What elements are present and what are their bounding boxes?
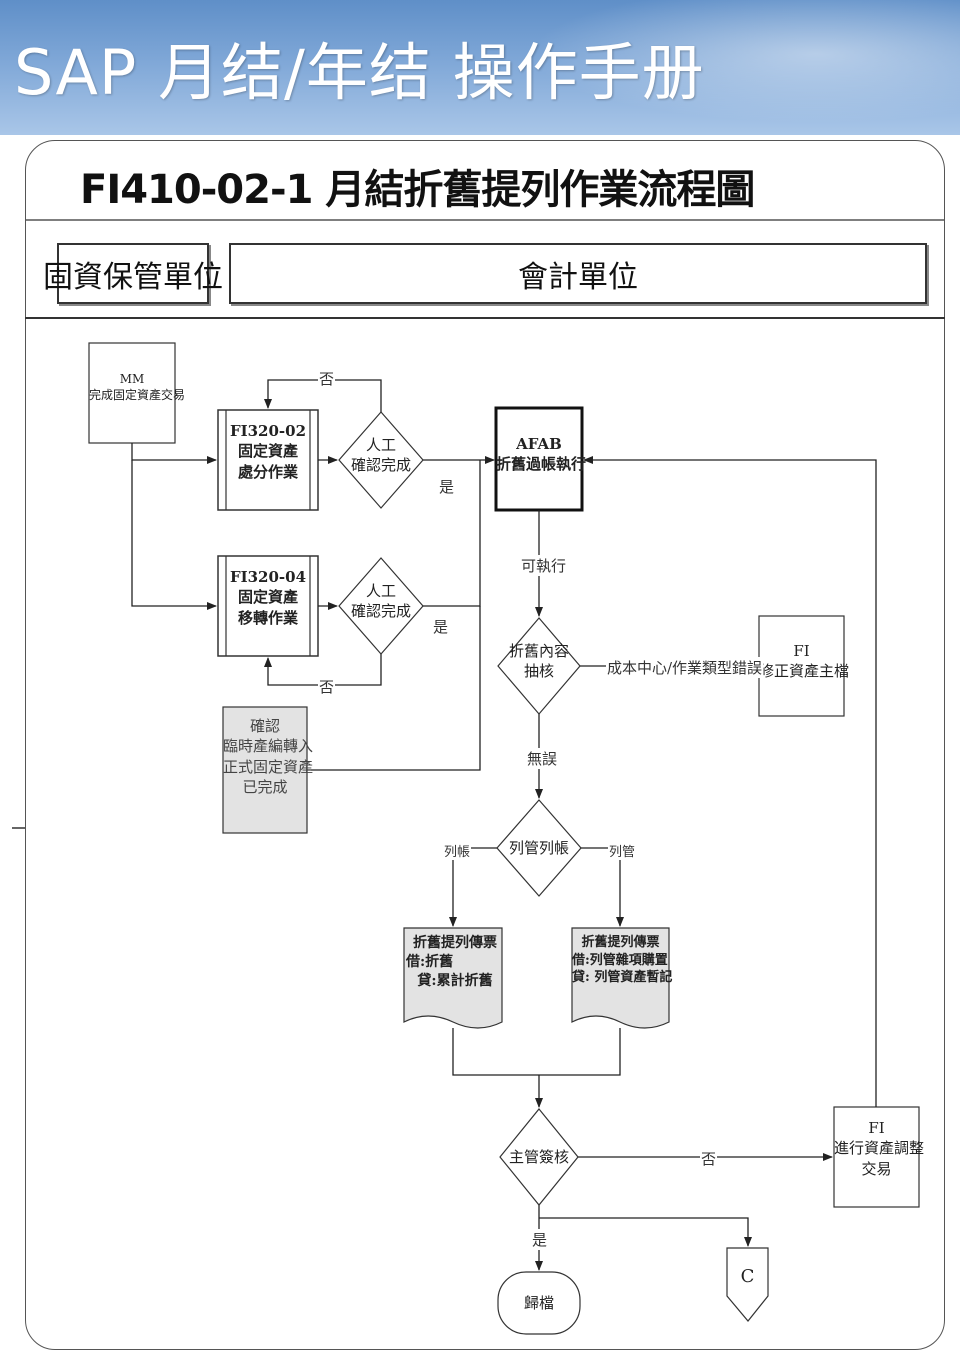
edge-label-to-books: 列帳	[443, 841, 472, 860]
mm-line-2: 完成固定資產交易	[89, 388, 186, 403]
voucher-b-document	[571, 927, 670, 1029]
fi320-04-process-box	[217, 555, 319, 657]
confirm-line-2: 臨時產編轉入	[223, 737, 314, 756]
check-1-line-2: 確認完成	[350, 456, 411, 475]
confirm-line-4: 已完成	[242, 777, 288, 796]
audit-text: 折舊內容 抽核	[501, 641, 577, 682]
fi320-04-line-1: FI320-04	[229, 568, 307, 586]
check-2-line-1: 人工	[365, 582, 396, 600]
audit-line-1: 折舊內容	[508, 642, 569, 660]
lane-header-accounting: 會計單位	[229, 243, 927, 304]
fi320-04-line-2: 固定資產	[237, 588, 298, 607]
fi320-02-text: FI320-02 固定資產 處分作業	[226, 421, 310, 482]
edge-label-approved: 是	[531, 1229, 549, 1250]
adjust-line-1: FI	[868, 1119, 885, 1137]
fi320-02-line-3: 處分作業	[237, 462, 298, 481]
adjust-text: FI 進行資產調整 交易	[834, 1118, 925, 1179]
archive-terminator	[497, 1271, 581, 1335]
voucher-a-line-2: 借:折舊	[406, 953, 454, 970]
fi320-04-text: FI320-04 固定資產 移轉作業	[226, 567, 310, 628]
edge-label-error: 成本中心/作業類型錯誤	[606, 657, 764, 678]
edge-label-to-controlled: 列管	[608, 841, 637, 860]
connector-c-text: C	[727, 1265, 768, 1289]
afab-process-box	[494, 406, 584, 512]
connector-c-line-1: C	[740, 1266, 755, 1287]
split-line-1: 列管列帳	[508, 839, 569, 857]
voucher-b-text: 折舊提列傳票 借:列管雜項購置 貸: 列管資產暫記	[572, 934, 673, 987]
fix-master-text: FI 修正資產主檔	[759, 641, 850, 682]
mm-process-box	[88, 342, 176, 444]
fi320-02-line-1: FI320-02	[229, 422, 307, 440]
adjust-line-2: 進行資產調整	[834, 1139, 925, 1158]
lane-header-asset-custodian: 固資保管單位	[43, 243, 223, 304]
document-title: FI410-02-1 月結折舊提列作業流程圖	[80, 167, 755, 213]
afab-line-2: 折舊過帳執行	[496, 455, 587, 474]
edge-label-executable: 可執行	[520, 555, 568, 576]
mm-box-text: MM 完成固定資產交易	[89, 371, 186, 403]
afab-text: AFAB 折舊過帳執行	[496, 434, 587, 475]
fi320-04-line-3: 移轉作業	[237, 608, 298, 627]
approve-text: 主管簽核	[503, 1147, 575, 1167]
voucher-a-text: 折舊提列傳票 借:折舊 貸:累計折舊	[404, 934, 504, 991]
fix-master-line-2: 修正資產主檔	[759, 662, 850, 681]
voucher-a-document	[403, 927, 503, 1029]
split-text: 列管列帳	[501, 838, 577, 858]
confirm-text: 確認 臨時產編轉入 正式固定資產 已完成	[223, 716, 314, 797]
voucher-b-line-2: 借:列管雜項購置	[572, 952, 668, 968]
offpage-connector-c	[726, 1247, 769, 1322]
check-2-text: 人工 確認完成	[344, 581, 418, 622]
approve-line-1: 主管簽核	[508, 1148, 569, 1166]
page-title: SAP 月结/年结 操作手册	[14, 36, 705, 109]
fi320-02-line-2: 固定資產	[237, 442, 298, 461]
adjust-line-3: 交易	[861, 1159, 892, 1178]
mm-line-1: MM	[119, 372, 145, 386]
edge-label-no-2: 否	[318, 676, 336, 697]
header-banner	[0, 0, 960, 135]
edge-label-yes-2: 是	[432, 616, 450, 637]
archive-text: 歸檔	[498, 1293, 580, 1313]
edge-label-ok: 無誤	[526, 748, 559, 769]
fix-master-box	[758, 615, 845, 717]
edge-label-yes-1: 是	[438, 476, 456, 497]
audit-line-2: 抽核	[523, 662, 554, 681]
confirm-line-3: 正式固定資產	[223, 757, 314, 776]
voucher-b-line-1: 折舊提列傳票	[581, 935, 660, 950]
edge-label-no-1: 否	[318, 368, 336, 389]
voucher-a-line-1: 折舊提列傳票	[413, 935, 497, 951]
check-1-text: 人工 確認完成	[344, 435, 418, 476]
confirm-line-1: 確認	[249, 717, 280, 735]
manual-check-1-diamond	[338, 411, 424, 509]
afab-line-1: AFAB	[516, 435, 562, 453]
check-1-line-1: 人工	[365, 436, 396, 454]
fix-master-line-1: FI	[793, 642, 810, 660]
edge-label-reject: 否	[700, 1148, 718, 1169]
content-frame	[25, 140, 945, 1350]
split-diamond	[496, 799, 582, 897]
banner-background-art	[480, 0, 960, 135]
check-2-line-2: 確認完成	[350, 602, 411, 621]
archive-line-1: 歸檔	[523, 1294, 554, 1312]
voucher-a-line-3: 貸:累計折舊	[417, 972, 493, 989]
confirm-transfer-box	[222, 706, 308, 834]
voucher-b-line-3: 貸: 列管資產暫記	[572, 970, 673, 986]
